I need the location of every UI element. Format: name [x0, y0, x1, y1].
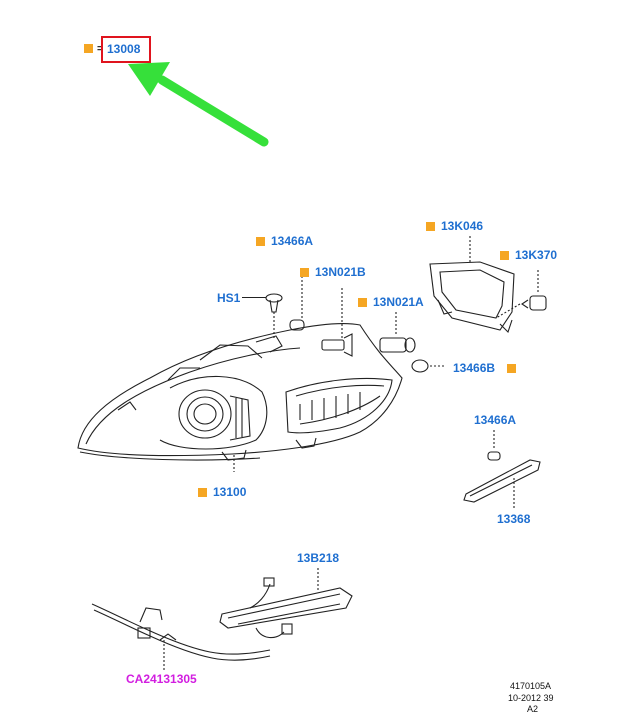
- marker-icon: [256, 237, 265, 246]
- side-marker-bulb-icon: [289, 268, 305, 331]
- bulb-13466b-icon: [411, 359, 446, 373]
- highlight-box: [101, 36, 151, 63]
- part-13n021b[interactable]: 13N021B: [315, 265, 366, 279]
- sheet-number: A2: [527, 704, 539, 714]
- part-13466b[interactable]: 13466B: [453, 361, 496, 375]
- marker-icon: [198, 488, 207, 497]
- wiring-reference-link[interactable]: CA24131305: [126, 672, 197, 686]
- date-code: 10-2012 39: [508, 693, 554, 703]
- part-13b218[interactable]: 13B218: [297, 551, 340, 565]
- legend-part-number[interactable]: 13008: [107, 42, 141, 56]
- leader-line: [242, 297, 266, 298]
- part-13k046[interactable]: 13K046: [441, 219, 484, 233]
- part-13368[interactable]: 13368: [497, 512, 531, 526]
- headlamp-cover-icon: [429, 236, 515, 334]
- pointer-arrow-icon: [128, 62, 269, 147]
- legend-marker-icon: [84, 44, 93, 53]
- daytime-running-lamp-icon: [219, 568, 353, 639]
- marker-icon: [358, 298, 367, 307]
- part-13n021a[interactable]: 13N021A: [373, 295, 424, 309]
- marker-icon: [507, 364, 516, 373]
- marker-icon: [426, 222, 435, 231]
- part-13k370[interactable]: 13K370: [515, 248, 558, 262]
- headlamp-assembly: [77, 323, 403, 472]
- drawing-id: 4170105A: [510, 681, 552, 691]
- part-13466a-top[interactable]: 13466A: [271, 234, 314, 248]
- marker-icon: [500, 251, 509, 260]
- part-hs1[interactable]: HS1: [217, 291, 241, 305]
- bulb-13k370-icon: [495, 270, 547, 319]
- legend-equals: =: [97, 43, 104, 55]
- part-13100[interactable]: 13100: [213, 485, 247, 499]
- bulb-13n021a-icon: [379, 312, 416, 353]
- side-marker-lamp-icon: [463, 430, 541, 508]
- fixing-screw-icon: [265, 293, 283, 340]
- marker-icon: [300, 268, 309, 277]
- bulb-13n021b-icon: [321, 288, 353, 357]
- wiring-harness-icon: [91, 603, 271, 672]
- part-13466a-right[interactable]: 13466A: [474, 413, 517, 427]
